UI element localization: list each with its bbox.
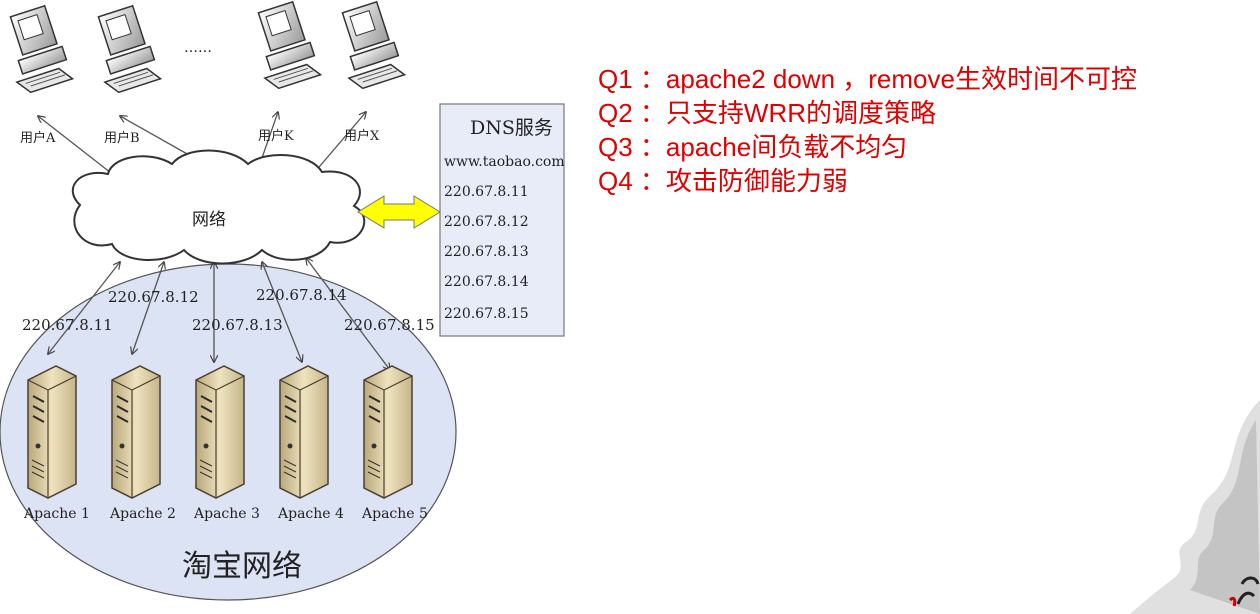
user-computer-icon [257, 0, 323, 90]
server-label-5: Apache 5 [361, 506, 428, 522]
dns-ip-4: 220.67.8.14 [444, 274, 529, 290]
server-label-1: Apache 1 [23, 506, 90, 522]
question-2: Q2 ：只支持WRR的调度策略 [598, 98, 937, 128]
link-ip-3: 220.67.8.13 [192, 316, 283, 334]
server-links [48, 258, 390, 370]
dns-ip-3: 220.67.8.13 [444, 244, 529, 260]
question-3: Q3 ：apache间负载不均匀 [598, 132, 908, 162]
server-icon [195, 365, 245, 499]
cluster-label: 淘宝网络 [182, 549, 302, 584]
user-computer-icon [9, 4, 75, 94]
dns-title: DNS服务 [470, 117, 553, 139]
question-4: Q4 ：攻击防御能力弱 [598, 166, 848, 196]
dns-ip-2: 220.67.8.12 [444, 214, 529, 230]
user-label-k: 用户K [258, 128, 294, 144]
link-ip-2: 220.67.8.12 [108, 288, 199, 306]
server-label-2: Apache 2 [109, 506, 176, 522]
dns-ip-1: 220.67.8.11 [444, 184, 529, 200]
user-label-x: 用户X [344, 128, 380, 144]
server-icon [111, 365, 161, 499]
link-ip-5: 220.67.8.15 [344, 316, 435, 334]
dns-ip-5: 220.67.8.15 [444, 306, 529, 322]
user-computer-icon [341, 0, 407, 90]
question-1: Q1 ：apache2 down ，remove生效时间不可控 [598, 64, 1137, 94]
link-ip-1: 220.67.8.11 [22, 316, 113, 334]
server-label-3: Apache 3 [193, 506, 260, 522]
server-icon [279, 365, 329, 499]
link-ip-4: 220.67.8.14 [256, 286, 347, 304]
user-computer-icon [97, 4, 163, 94]
user-label-a: 用户A [20, 130, 56, 146]
server-label-4: Apache 4 [277, 506, 344, 522]
ink-brush-decoration [1130, 400, 1260, 614]
server-icon [363, 365, 413, 499]
dns-domain: www.taobao.com [444, 154, 565, 170]
network-cloud [72, 149, 366, 265]
server-icon [27, 365, 77, 499]
architecture-diagram: 网络 DNS服务 www.taobao.com 220.67.8.11 220.… [0, 0, 565, 601]
dns-double-arrow [357, 195, 441, 229]
user-label-b: 用户B [104, 130, 140, 146]
network-label: 网络 [192, 210, 226, 230]
ellipsis-text: …… [184, 40, 212, 56]
dns-box: DNS服务 www.taobao.com 220.67.8.11 220.67.… [439, 103, 565, 337]
